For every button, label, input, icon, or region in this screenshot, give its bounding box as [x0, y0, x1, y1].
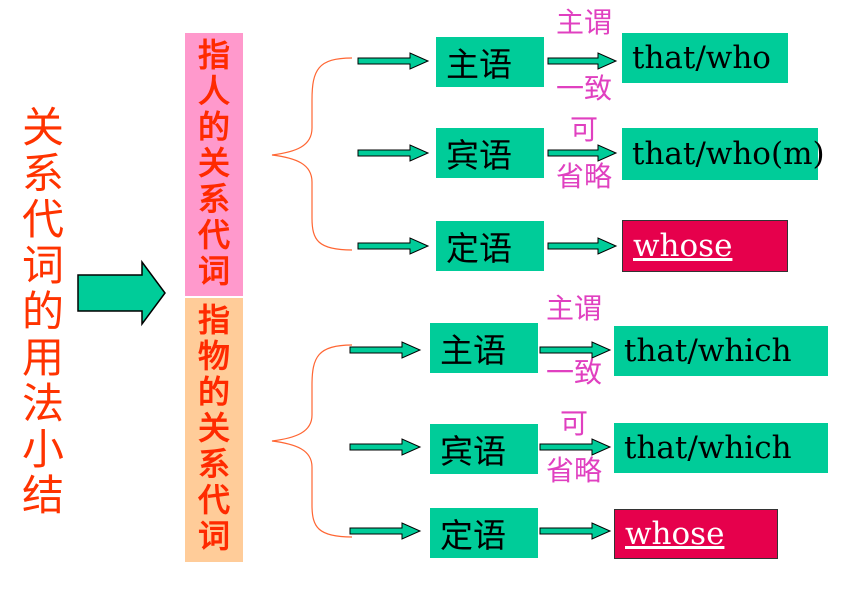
category-char: 指	[197, 36, 230, 74]
brace-thing	[271, 344, 353, 538]
category-char: 系	[197, 180, 230, 218]
title-char: 法	[21, 379, 64, 428]
category-char: 代	[197, 216, 230, 254]
role-box-attributive: 定语	[430, 508, 538, 558]
title-char: 词	[21, 241, 64, 290]
arrow-icon	[547, 144, 618, 162]
arrow-icon	[539, 522, 612, 540]
note-bottom: 省略	[545, 454, 602, 487]
category-char: 的	[197, 108, 230, 146]
pronoun-box: that/which	[614, 326, 828, 376]
title-char: 小	[21, 425, 64, 474]
category-char: 词	[197, 252, 230, 290]
arrow-icon	[357, 52, 430, 70]
category-thing: 指 物 的 关 系 代 词	[185, 298, 243, 562]
arrow-icon	[547, 52, 618, 70]
pronoun-box: that/who	[622, 33, 788, 83]
category-person: 指 人 的 关 系 代 词	[185, 33, 243, 296]
note-top: 可	[569, 113, 598, 146]
arrow-icon	[349, 522, 422, 540]
title-char: 的	[21, 287, 64, 336]
title-char: 结	[21, 471, 64, 520]
category-char: 系	[197, 445, 230, 483]
pronoun-box: that/who(m)	[622, 128, 825, 180]
arrow-icon	[357, 237, 430, 255]
title-char: 关	[21, 103, 64, 152]
note-top: 主谓	[545, 292, 602, 325]
category-char: 人	[197, 72, 230, 110]
small-arrows	[349, 52, 618, 540]
category-char: 指	[197, 301, 230, 339]
title-char: 用	[21, 333, 64, 382]
arrow-icon	[547, 237, 618, 255]
role-box-attributive: 定语	[436, 221, 544, 271]
pronoun-box-whose: whose	[614, 509, 778, 559]
category-char: 代	[197, 481, 230, 519]
brace-person	[271, 57, 353, 251]
title-char: 系	[21, 149, 64, 198]
pronoun-box-whose: whose	[622, 220, 788, 272]
category-char: 的	[197, 373, 230, 411]
title-char: 代	[21, 195, 64, 244]
note-top: 可	[559, 407, 588, 440]
category-char: 关	[197, 409, 230, 447]
category-char: 物	[197, 337, 230, 375]
big-arrow-icon	[77, 259, 166, 327]
role-box-object: 宾语	[436, 128, 544, 178]
arrow-icon	[349, 341, 422, 359]
arrow-icon	[539, 438, 612, 456]
pronoun-box: that/which	[614, 423, 828, 473]
note-bottom: 一致	[555, 72, 612, 105]
role-box-object: 宾语	[430, 424, 538, 474]
note-bottom: 一致	[545, 356, 602, 389]
note-top: 主谓	[555, 6, 612, 39]
category-char: 词	[197, 517, 230, 555]
arrow-icon	[539, 341, 612, 359]
arrow-icon	[357, 144, 430, 162]
role-box-subject: 主语	[436, 37, 544, 87]
category-char: 关	[197, 144, 230, 182]
arrow-icon	[349, 438, 422, 456]
diagram-title: 关 系 代 词 的 用 法 小 结	[18, 105, 68, 519]
role-box-subject: 主语	[430, 323, 538, 373]
note-bottom: 省略	[555, 160, 612, 193]
